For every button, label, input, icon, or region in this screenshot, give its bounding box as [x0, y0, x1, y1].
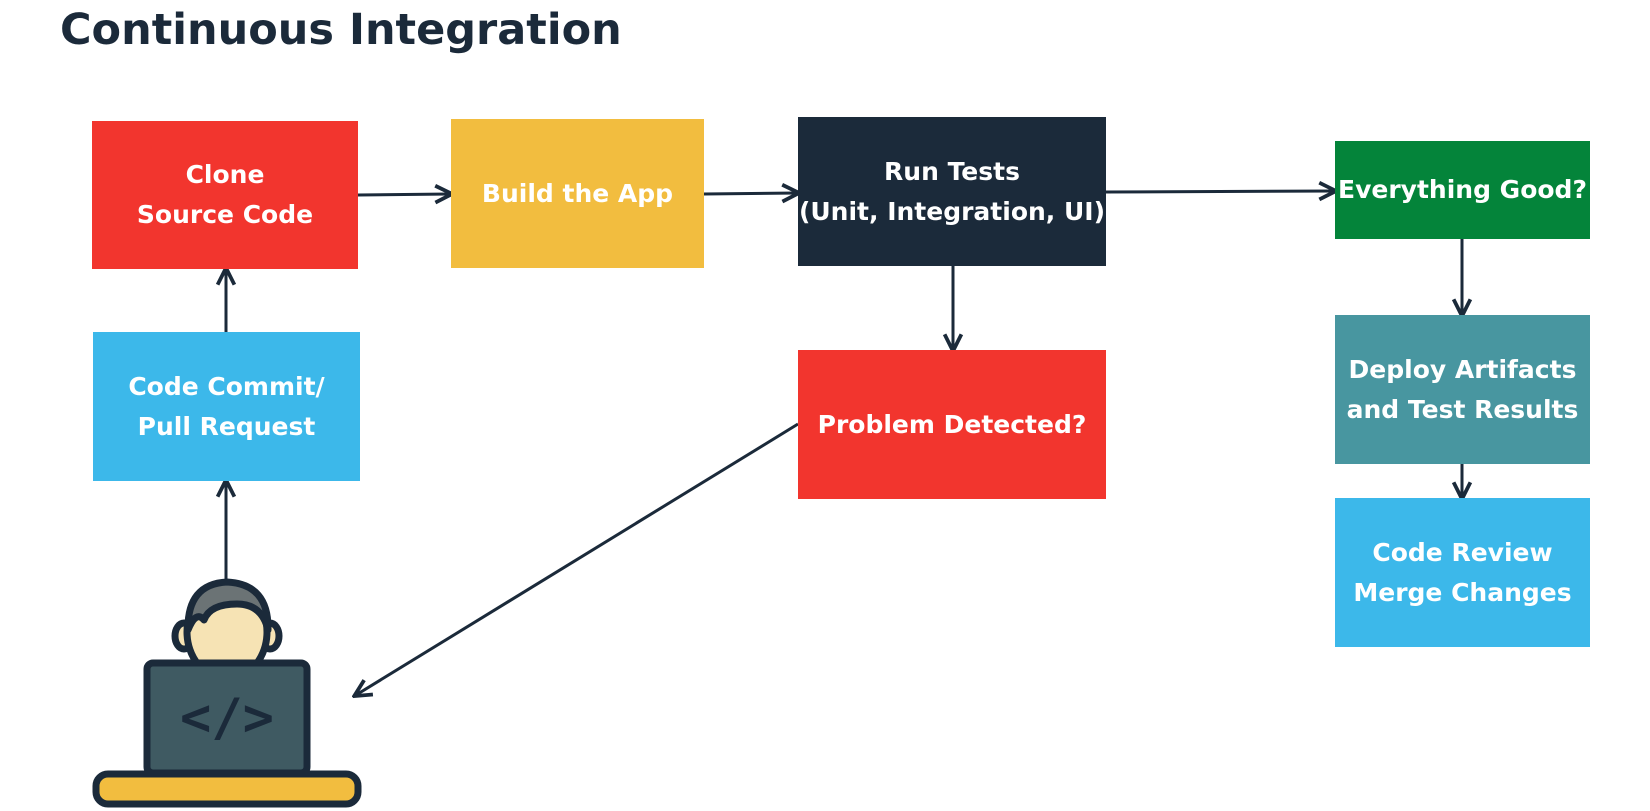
developer-laptop-icon: </> [92, 578, 362, 808]
node-label-line: (Unit, Integration, UI) [798, 196, 1106, 226]
node-label-line: Everything Good? [1338, 175, 1587, 204]
node-label-line: Pull Request [137, 411, 316, 441]
code-glyph: </> [180, 688, 274, 748]
node-code-commit: Code Commit/ Pull Request [93, 332, 360, 481]
node-everything-good: Everything Good? [1335, 141, 1590, 239]
node-label-line: Code Commit/ [128, 371, 325, 401]
node-problem-detected: Problem Detected? [798, 350, 1106, 499]
node-label-line: Code Review [1372, 537, 1553, 567]
arrow-build-to-tests [703, 193, 797, 194]
node-label-line: Merge Changes [1353, 577, 1572, 607]
node-label-line: Deploy Artifacts [1348, 354, 1577, 384]
arrow-clone-to-build [357, 194, 450, 195]
node-label-line: Problem Detected? [817, 409, 1087, 439]
node-label-line: Run Tests [884, 156, 1020, 186]
node-label-line: Clone [185, 160, 265, 189]
diagram-title: Continuous Integration [60, 5, 622, 55]
arrow-tests-to-good [1105, 191, 1334, 192]
node-clone-source-code: Clone Source Code [92, 121, 358, 269]
node-label-line: and Test Results [1346, 394, 1579, 424]
node-label-line: Build the App [481, 178, 674, 208]
node-deploy-artifacts: Deploy Artifacts and Test Results [1335, 315, 1590, 464]
node-code-review: Code Review Merge Changes [1335, 498, 1590, 647]
node-build-app: Build the App [451, 119, 704, 268]
arrow-problem-to-developer [356, 422, 799, 695]
node-run-tests: Run Tests (Unit, Integration, UI) [798, 117, 1106, 266]
node-label-line: Source Code [136, 200, 314, 229]
